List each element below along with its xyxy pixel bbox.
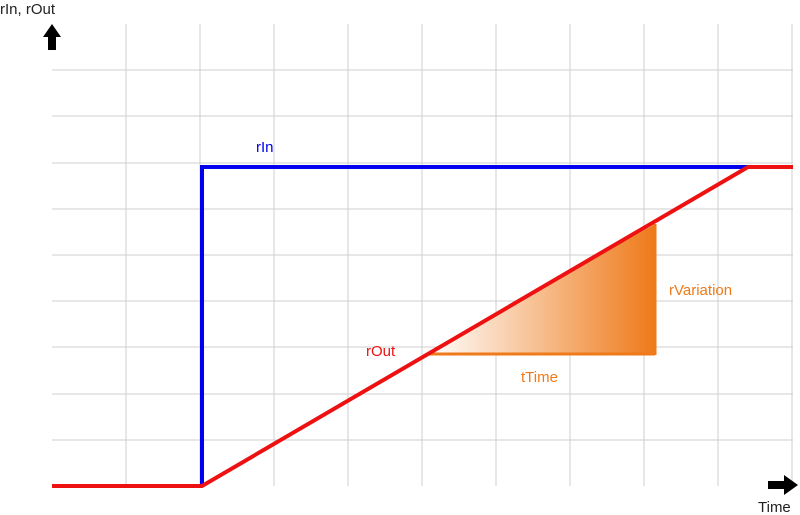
rout-label: rOut bbox=[366, 343, 396, 360]
y-axis-arrow-icon bbox=[43, 24, 61, 50]
rvariation-label: rVariation bbox=[669, 282, 732, 299]
rin-line bbox=[200, 165, 748, 486]
grid bbox=[52, 24, 793, 486]
x-axis-label: Time bbox=[758, 499, 791, 515]
rout-line bbox=[52, 165, 793, 488]
rin-label: rIn bbox=[256, 139, 274, 156]
x-axis-arrow-icon bbox=[768, 475, 798, 495]
y-axis-label: rIn, rOut bbox=[0, 1, 56, 18]
ttime-label: tTime bbox=[521, 369, 558, 386]
